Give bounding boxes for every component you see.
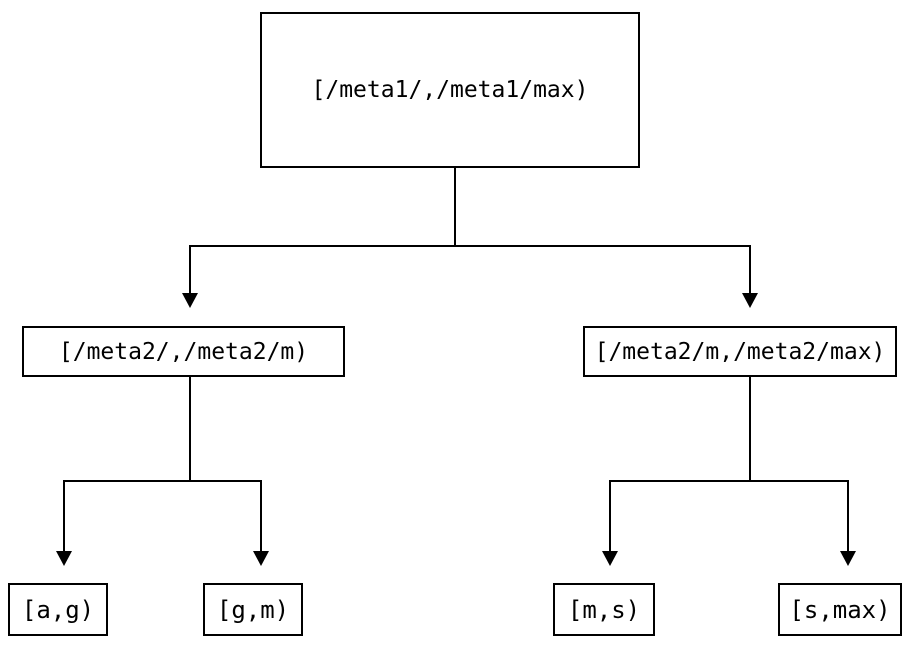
- arrowhead-to-leaf-g-m: [253, 551, 269, 566]
- tree-node-leaf-g-m: [g,m): [203, 583, 303, 636]
- tree-node-meta2-low-label: [/meta2/,/meta2/m): [58, 338, 309, 365]
- tree-node-root-label: [/meta1/,/meta1/max): [311, 77, 589, 103]
- tree-node-leaf-s-max-label: [s,max): [789, 595, 891, 624]
- tree-node-meta2-low: [/meta2/,/meta2/m): [22, 326, 345, 377]
- tree-node-meta2-high: [/meta2/m,/meta2/max): [583, 326, 897, 377]
- edge-meta2-high-bus: [609, 480, 849, 552]
- tree-node-leaf-m-s: [m,s): [553, 583, 655, 636]
- edge-meta2-low-bus: [63, 480, 262, 552]
- tree-node-leaf-m-s-label: [m,s): [567, 595, 641, 624]
- arrowhead-to-meta2-low: [182, 293, 198, 308]
- tree-node-leaf-a-g-label: [a,g): [21, 595, 95, 624]
- arrowhead-to-meta2-high: [742, 293, 758, 308]
- edge-root-bus: [189, 245, 751, 294]
- tree-node-root: [/meta1/,/meta1/max): [260, 12, 640, 168]
- tree-node-leaf-g-m-label: [g,m): [216, 595, 290, 624]
- arrowhead-to-leaf-m-s: [602, 551, 618, 566]
- arrowhead-to-leaf-a-g: [56, 551, 72, 566]
- arrowhead-to-leaf-s-max: [840, 551, 856, 566]
- tree-node-leaf-a-g: [a,g): [8, 583, 108, 636]
- tree-node-leaf-s-max: [s,max): [778, 583, 902, 636]
- tree-node-meta2-high-label: [/meta2/m,/meta2/max): [594, 338, 886, 365]
